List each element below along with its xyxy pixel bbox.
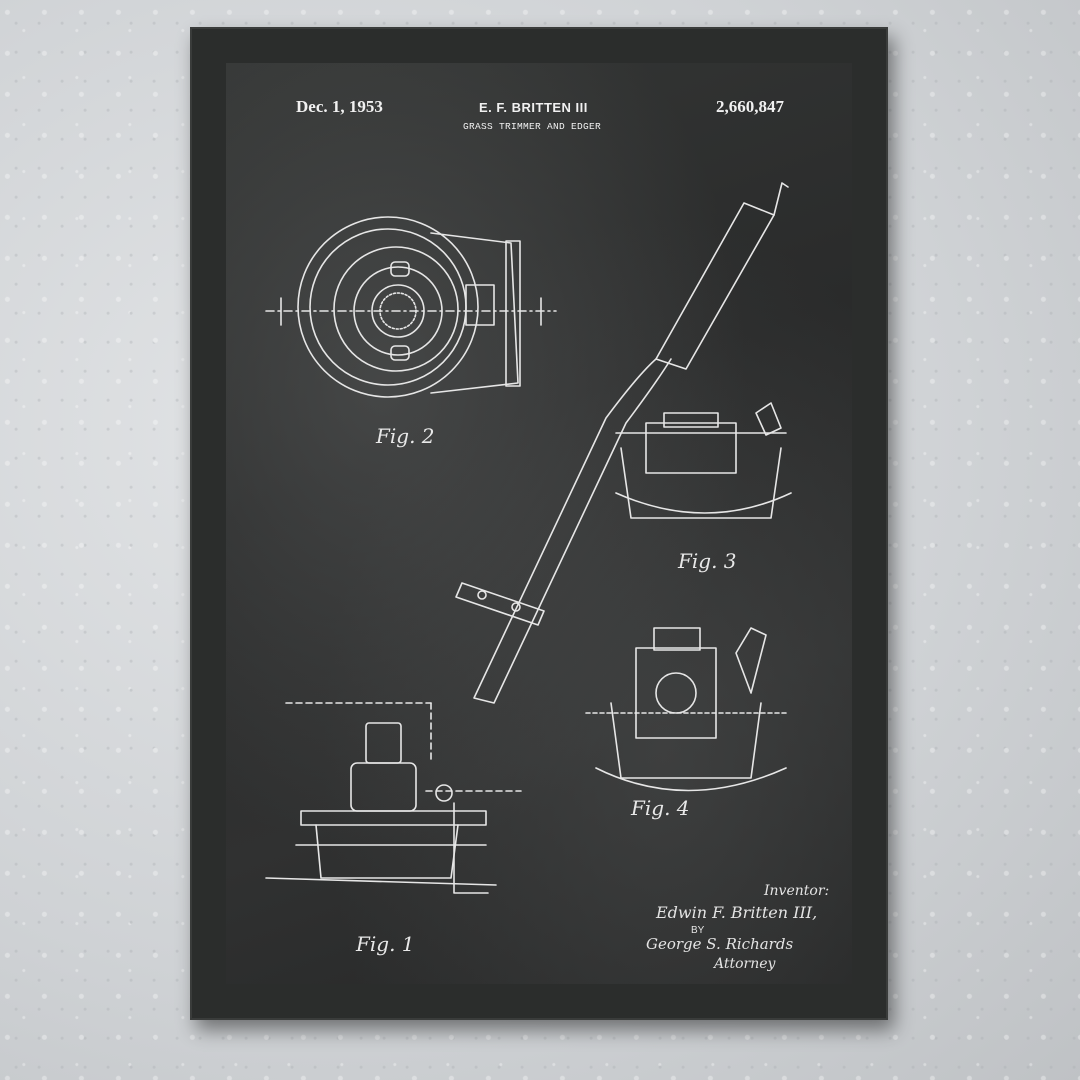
handle-shaft (455, 182, 789, 704)
figure-3-label: Fig. 3 (677, 549, 737, 573)
figure-4-section (585, 627, 787, 792)
patent-number: 2,660,847 (716, 97, 784, 116)
inventor-signature: Edwin F. Britten III, (656, 903, 818, 922)
figure-3-section (615, 402, 792, 519)
by-label: BY (691, 925, 705, 936)
patent-title: GRASS TRIMMER AND EDGER (463, 121, 602, 132)
inventor-caption: Inventor: (764, 883, 830, 899)
patent-print: Dec. 1, 1953 E. F. BRITTEN III 2,660,847… (226, 63, 852, 984)
figure-2-label: Fig. 2 (375, 424, 435, 448)
attorney-signature: George S. Richards (646, 935, 794, 953)
patent-inventor: E. F. BRITTEN III (479, 100, 588, 115)
attorney-caption: Attorney (714, 956, 776, 972)
figure-1-side-view (265, 702, 522, 894)
figure-4-label: Fig. 4 (630, 796, 690, 820)
patent-date: Dec. 1, 1953 (296, 97, 383, 116)
figure-2-top-view (265, 216, 557, 398)
patent-drawing: Fig. 2 (265, 182, 792, 956)
figure-1-label: Fig. 1 (355, 932, 415, 956)
picture-frame: Dec. 1, 1953 E. F. BRITTEN III 2,660,847… (190, 27, 888, 1020)
